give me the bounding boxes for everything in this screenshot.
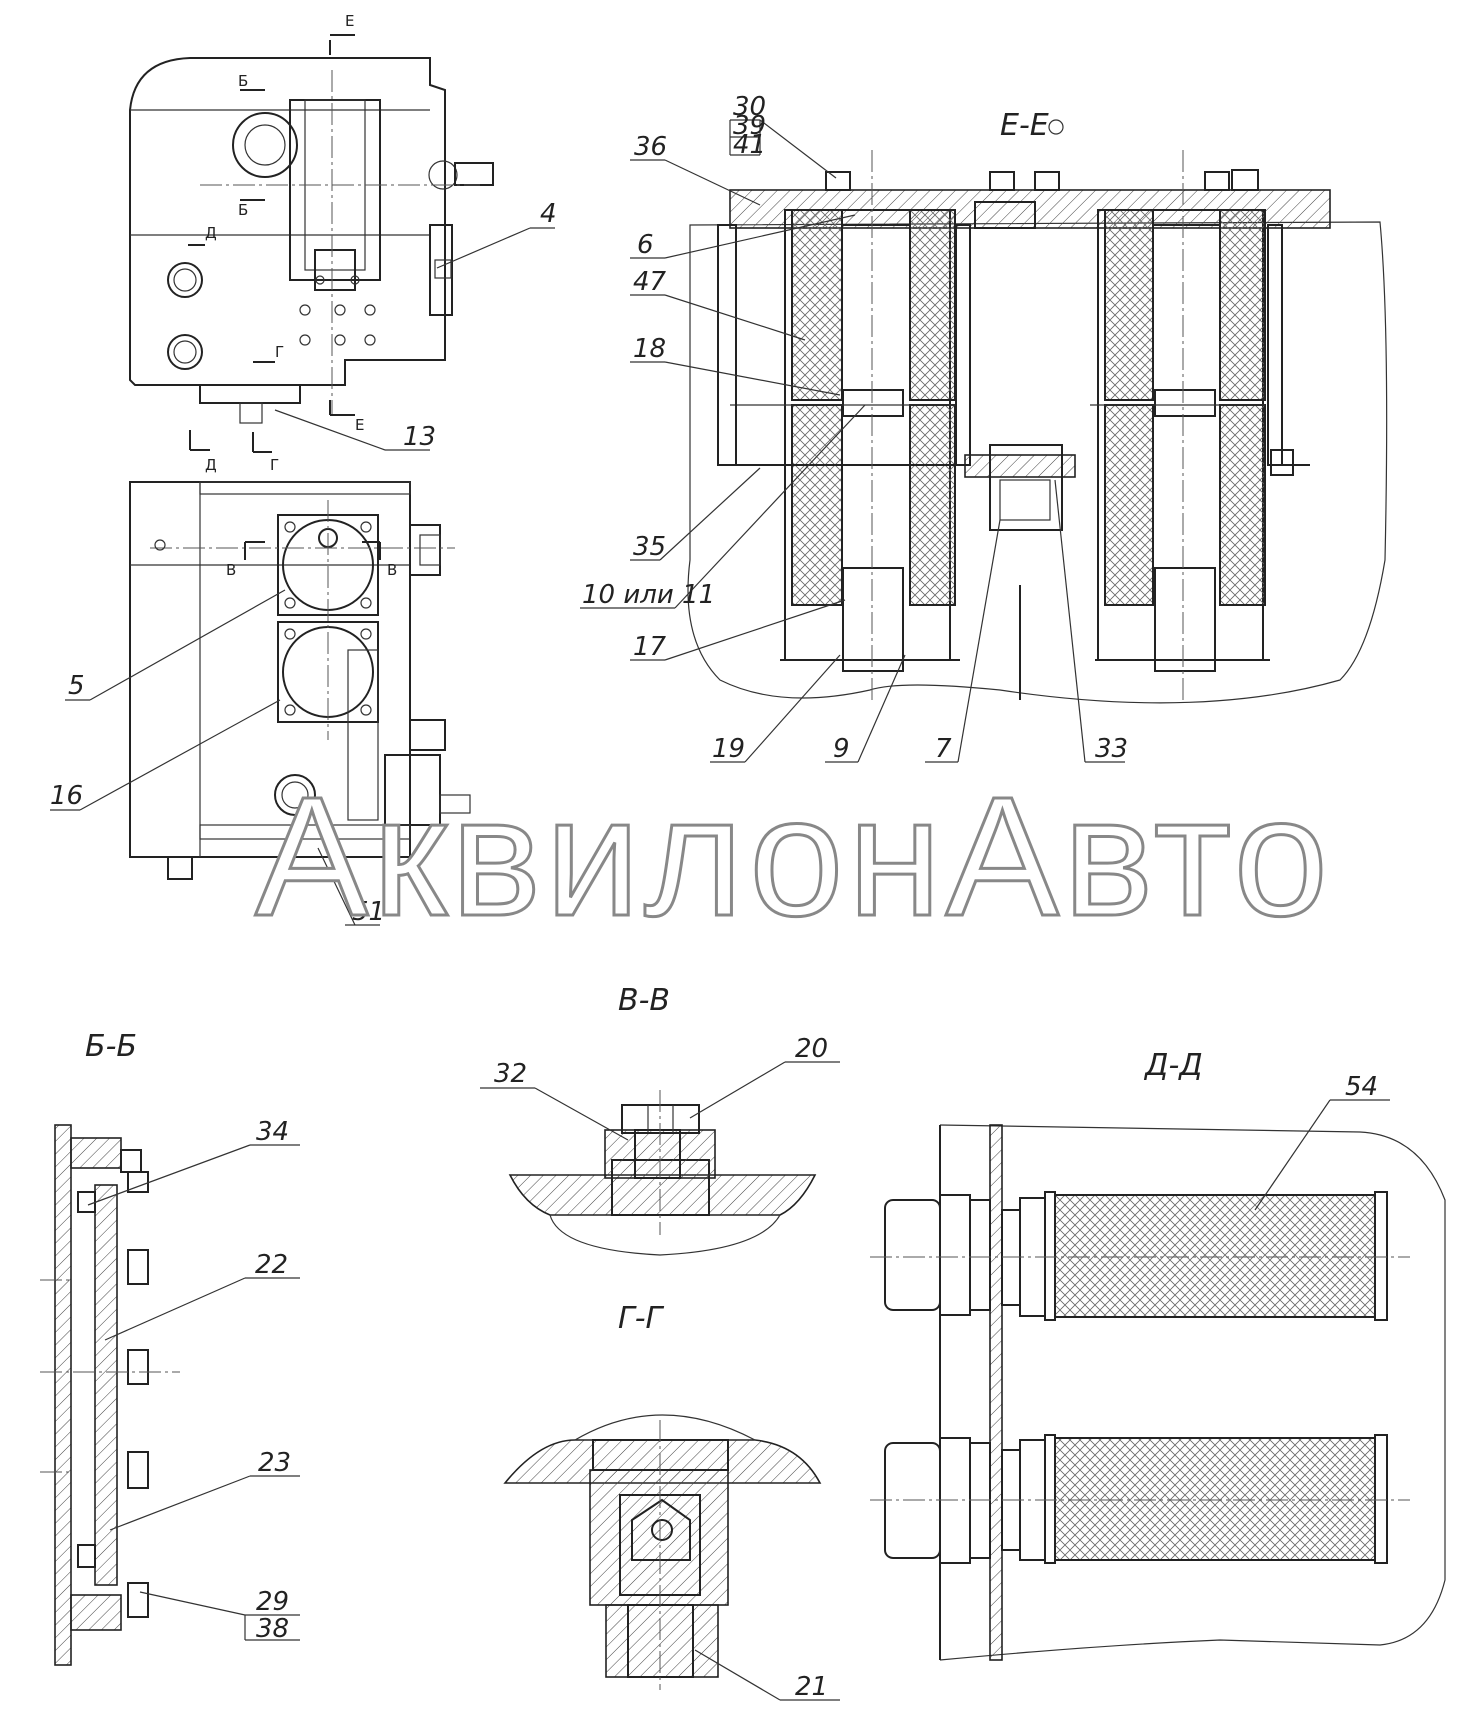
svg-text:18: 18 — [633, 334, 666, 364]
bolt-heads-bb — [120, 1149, 149, 1618]
callout-17: 17 — [630, 599, 846, 662]
callout-13: 13 — [274, 409, 436, 452]
svg-text:33: 33 — [1095, 734, 1128, 764]
svg-text:6: 6 — [637, 230, 654, 260]
cut-mark-d-bottom: Д — [205, 456, 217, 474]
section-dd-title: Д-Д — [1143, 1048, 1203, 1083]
svg-text:10 или 11: 10 или 11 — [582, 580, 715, 610]
svg-text:30: 30 — [733, 92, 766, 122]
callout-9: 9 — [825, 654, 906, 764]
svg-text:47: 47 — [633, 267, 667, 297]
svg-text:5: 5 — [68, 671, 85, 701]
cut-mark-b-bottom: Б — [238, 201, 248, 219]
svg-text:4: 4 — [540, 199, 557, 229]
callout-32: 32 — [480, 1059, 629, 1141]
callout-34: 34 — [87, 1117, 300, 1206]
callout-54: 54 — [1254, 1072, 1390, 1211]
cut-mark-e-bottom: Е — [355, 416, 364, 434]
section-dd: Д-Д — [870, 1048, 1446, 1661]
svg-text:13: 13 — [403, 422, 436, 452]
callout-18: 18 — [630, 334, 841, 396]
section-bb: Б-Б — [40, 1029, 180, 1666]
svg-text:17: 17 — [633, 632, 667, 662]
section-gg-title: Г-Г — [618, 1301, 665, 1336]
svg-text:54: 54 — [1345, 1072, 1378, 1102]
section-vv-title: В-В — [618, 983, 670, 1018]
svg-text:16: 16 — [50, 781, 83, 811]
svg-text:38: 38 — [256, 1614, 289, 1644]
front-view — [129, 481, 471, 880]
callout-30-39-41: 30 39 41 — [729, 92, 837, 179]
callout-20: 20 — [689, 1034, 840, 1119]
callout-22: 22 — [104, 1250, 300, 1341]
top-view — [129, 57, 494, 424]
svg-text:19: 19 — [712, 734, 745, 764]
svg-text:20: 20 — [795, 1034, 828, 1064]
callout-51: 51 — [317, 847, 385, 927]
cut-marks-front: В В — [226, 541, 397, 579]
svg-text:23: 23 — [258, 1448, 291, 1478]
section-bb-title: Б-Б — [85, 1029, 137, 1064]
cut-mark-d-top: Д — [205, 224, 217, 242]
svg-text:34: 34 — [256, 1117, 289, 1147]
callout-4: 4 — [436, 199, 557, 269]
section-ee: Е-Е — [687, 108, 1388, 704]
callout-6: 6 — [630, 214, 856, 260]
callout-5: 5 — [65, 589, 286, 701]
callout-21: 21 — [694, 1649, 840, 1702]
section-ee-title: Е-Е — [1000, 108, 1049, 143]
callout-29-38: 29 38 — [139, 1587, 300, 1644]
callout-47: 47 — [630, 267, 806, 341]
cut-mark-b-top: Б — [238, 72, 248, 90]
callout-33: 33 — [1054, 479, 1128, 764]
callout-36: 36 — [630, 132, 761, 206]
callout-35: 35 — [630, 467, 761, 562]
svg-text:39: 39 — [733, 111, 766, 141]
callout-19: 19 — [710, 654, 841, 764]
cut-mark-g-bottom: Г — [270, 456, 279, 474]
bolt-grid — [299, 275, 376, 346]
cut-mark-v-left: В — [226, 561, 236, 579]
svg-text:41: 41 — [733, 130, 766, 160]
svg-text:22: 22 — [255, 1250, 288, 1280]
callout-16: 16 — [50, 699, 281, 811]
svg-text:9: 9 — [833, 734, 850, 764]
callout-7: 7 — [925, 519, 1001, 764]
section-gg: Г-Г — [503, 1301, 822, 1690]
section-vv: В-В — [508, 983, 817, 1256]
cut-mark-v-right: В — [387, 561, 397, 579]
cut-mark-e-top: Е — [345, 12, 354, 30]
svg-text:51: 51 — [352, 897, 385, 927]
svg-text:29: 29 — [256, 1587, 289, 1617]
watermark: АквилонАвто — [255, 762, 1332, 952]
cut-mark-g-top: Г — [275, 343, 284, 361]
svg-text:32: 32 — [494, 1059, 527, 1089]
svg-text:35: 35 — [633, 532, 666, 562]
callout-23: 23 — [109, 1448, 300, 1531]
svg-text:36: 36 — [634, 132, 667, 162]
svg-text:7: 7 — [935, 734, 952, 764]
svg-text:21: 21 — [795, 1672, 828, 1702]
cut-marks-top: Е Б Б Д Г Е Д Г — [188, 12, 364, 474]
bolt-heads-ee — [825, 169, 1259, 191]
callout-10-or-11: 10 или 11 — [580, 404, 866, 610]
